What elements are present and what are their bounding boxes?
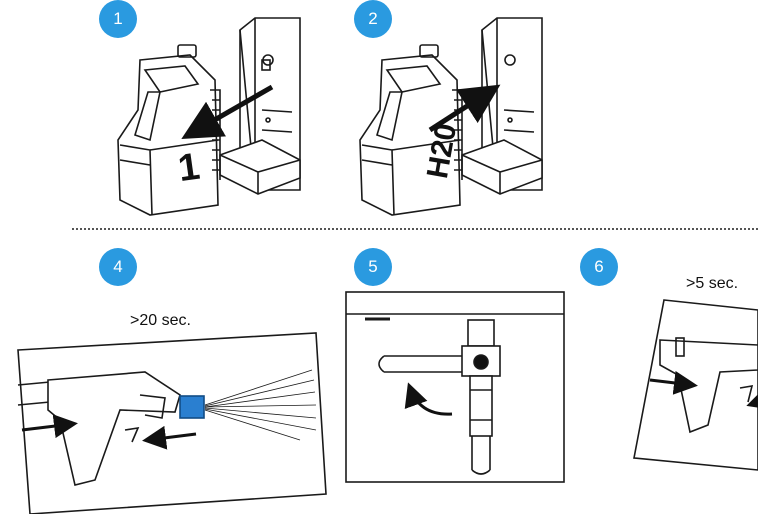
canister-icon [117, 44, 221, 216]
step-1-illustration [117, 17, 301, 216]
step-5-badge: 5 [354, 248, 392, 286]
push-arrow-icon-6 [649, 370, 698, 395]
step-6-badge: 6 [580, 248, 618, 286]
step-2-badge: 2 [354, 0, 392, 38]
step-2-illustration [359, 17, 543, 216]
section-divider [72, 228, 758, 230]
blue-nozzle-icon [179, 395, 205, 419]
wall-bracket-2 [461, 17, 543, 195]
step-4-badge: 4 [99, 248, 137, 286]
water-canister-icon [359, 44, 463, 216]
spray-gun-icon-6 [659, 337, 758, 434]
step-6-illustration [633, 299, 758, 471]
curved-arrow-icon [404, 382, 453, 416]
push-arrow-icon [21, 414, 78, 439]
insert-arrow-icon [181, 84, 274, 139]
valve-icon [378, 319, 501, 475]
step-4-duration: >20 sec. [130, 312, 191, 329]
spray-lines [204, 369, 317, 441]
wall-bracket-1 [219, 17, 301, 195]
step-1-badge: 1 [99, 0, 137, 38]
step-5-illustration [345, 291, 565, 483]
step-6-duration: >5 sec. [686, 275, 739, 292]
trigger-arrow-icon [142, 425, 197, 450]
step-4-illustration [17, 332, 327, 514]
remove-arrow-icon [428, 84, 501, 133]
trigger-arrow-icon-6 [746, 386, 758, 410]
